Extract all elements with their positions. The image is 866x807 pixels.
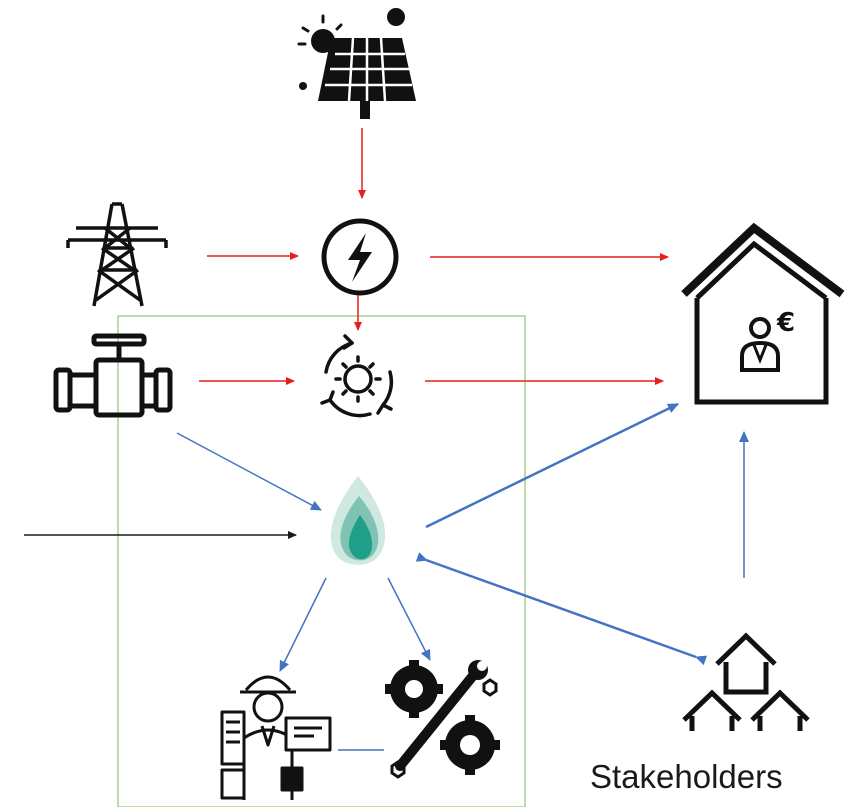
engineer-icon: [220, 675, 332, 800]
flame-to-engineer-arrow: [279, 577, 327, 672]
transmission-tower-icon: [66, 202, 168, 307]
flame-to-tools-arrow: [387, 577, 431, 661]
house-euro-icon: €: [681, 222, 845, 405]
heat-cycle-icon: [320, 334, 394, 418]
houses-icon: [682, 632, 810, 731]
flame-icon: [330, 476, 386, 565]
flame-to-home-arrow: [425, 402, 679, 529]
svg-text:€: €: [776, 308, 795, 338]
pipe-valve-icon: [53, 333, 173, 418]
pipe-to-flame-arrow: [176, 432, 322, 511]
lightning-circle-icon: [321, 218, 399, 296]
gears-wrench-icon: [385, 660, 500, 779]
stakeholders-flame-double-arrow: [415, 552, 708, 666]
solar-panel-icon: [297, 8, 416, 119]
stakeholders-label: Stakeholders: [590, 758, 783, 795]
